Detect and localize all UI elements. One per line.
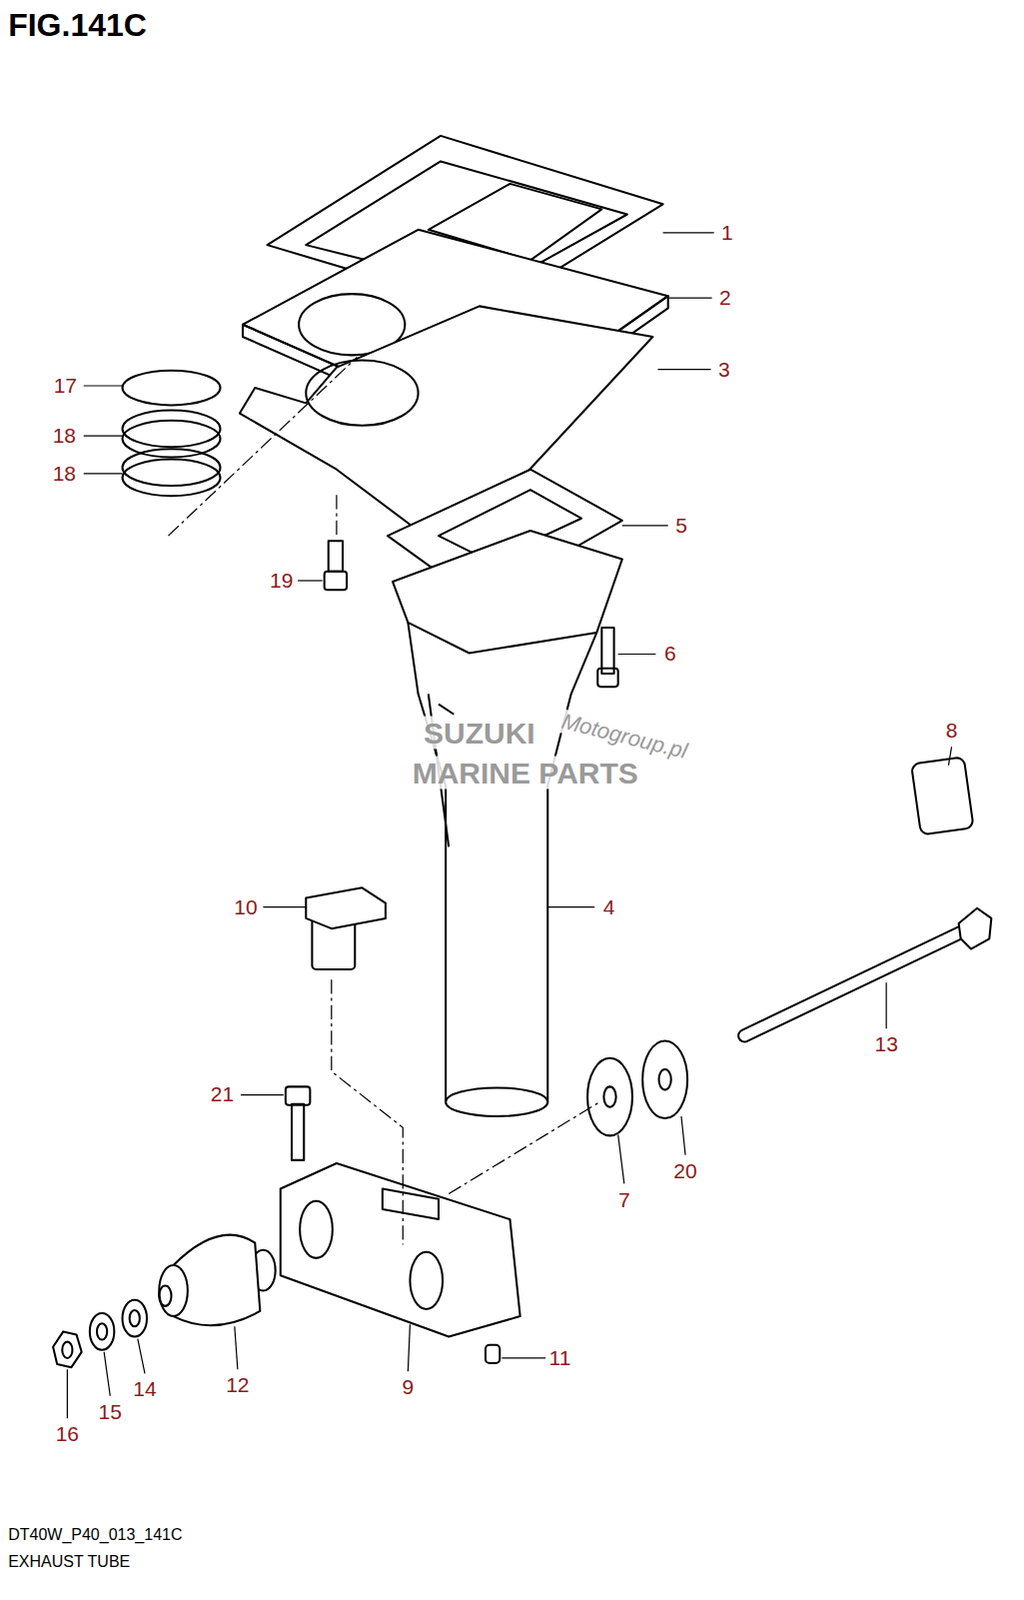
callout-number: 13 bbox=[874, 1032, 898, 1056]
callout-number: 18 bbox=[52, 423, 76, 447]
callout-number: 8 bbox=[946, 718, 959, 742]
callout-number: 16 bbox=[55, 1422, 79, 1446]
callout-number: 4 bbox=[603, 895, 616, 919]
callout-number: 9 bbox=[402, 1375, 415, 1399]
callout-number: 3 bbox=[718, 357, 731, 381]
figure-title: FIG.141C bbox=[7, 7, 147, 43]
callout-number: 17 bbox=[53, 373, 77, 397]
callout-number: 6 bbox=[664, 642, 677, 666]
figure-caption: EXHAUST TUBE bbox=[7, 1552, 130, 1571]
callout-number: 19 bbox=[269, 568, 293, 592]
watermark: MARINE PARTS bbox=[409, 755, 642, 789]
callout-number: 10 bbox=[233, 895, 257, 919]
callout-number: 14 bbox=[132, 1377, 156, 1401]
callout-number: 21 bbox=[210, 1082, 234, 1106]
callout-number: 2 bbox=[719, 286, 732, 310]
callout-number: 12 bbox=[225, 1373, 249, 1397]
callout-number: 15 bbox=[98, 1399, 122, 1423]
callout-number: 5 bbox=[675, 513, 688, 537]
callout-number: 7 bbox=[618, 1187, 631, 1211]
watermark: SUZUKI bbox=[420, 716, 539, 750]
drawing-code: DT40W_P40_013_141C bbox=[7, 1525, 182, 1544]
callout-number: 20 bbox=[673, 1158, 697, 1182]
callout-number: 11 bbox=[549, 1345, 572, 1369]
callout-number: 18 bbox=[52, 461, 76, 485]
callout-number: 1 bbox=[721, 220, 734, 244]
